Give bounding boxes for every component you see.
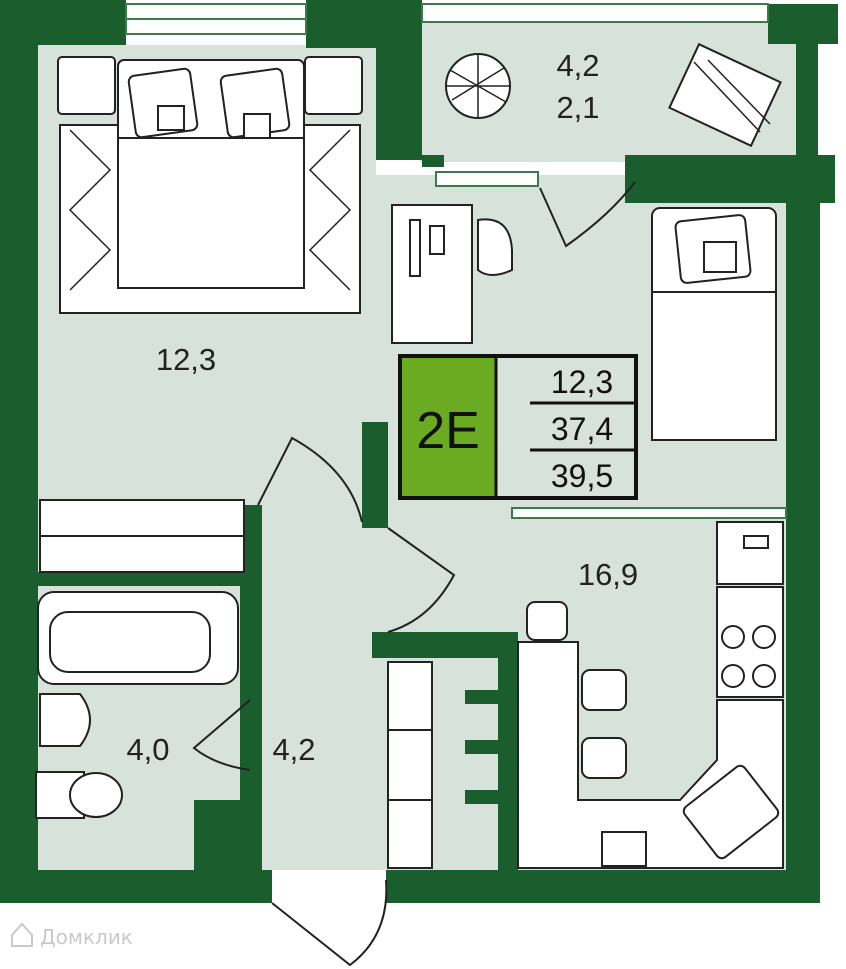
walls: [0, 0, 838, 903]
doors: [192, 181, 636, 967]
wall-balcony-right: [796, 20, 818, 170]
bathroom-fixtures: [35, 591, 239, 819]
total-area-value: 37,4: [551, 411, 613, 447]
wall-wardrobe: [38, 572, 248, 586]
nightstand-left: [57, 56, 116, 115]
burner-4: [752, 664, 776, 688]
room-labels: 12,3 16,9 4,0 4,2 4,2 2,1: [126, 48, 638, 767]
bedroom-furniture: [39, 56, 363, 573]
bar-stool-2: [581, 669, 627, 711]
cushion-left: [157, 105, 185, 131]
wall-mid-vertical: [376, 0, 422, 160]
bedroom-area-label: 12,3: [156, 342, 216, 377]
plant-leaves: [446, 54, 510, 118]
wall-shaft: [194, 800, 242, 870]
bar-stool-1: [526, 601, 568, 641]
window-living: [435, 171, 539, 187]
burner-1: [721, 625, 745, 649]
wall-niche-3: [465, 790, 498, 804]
dishwasher: [601, 831, 647, 867]
hall-wardrobe: [387, 661, 433, 869]
bathroom-area-label: 4,0: [126, 732, 169, 767]
balcony-furniture: [445, 42, 782, 148]
badge-code-bg: [400, 356, 496, 498]
kitchen-furniture: [387, 521, 784, 869]
wall-kitchen-col: [498, 658, 518, 870]
single-bed-cushion: [703, 241, 737, 273]
lounger-slats: [693, 59, 771, 133]
sink: [682, 764, 780, 860]
watermark: Домклик: [11, 922, 133, 949]
living-kitchen-area-label: 16,9: [578, 557, 638, 592]
wall-niche-2: [465, 740, 498, 754]
office-chair: [477, 218, 513, 276]
living-area-value: 12,3: [551, 364, 613, 400]
balcony-reduced-area-label: 2,1: [556, 90, 599, 125]
balcony-area-label: 4,2: [556, 48, 599, 83]
living-furniture: [391, 204, 777, 441]
window-balcony: [421, 3, 769, 23]
wall-kitchen-top: [372, 632, 518, 658]
fridge-handle: [743, 535, 769, 549]
windows: [125, 3, 787, 519]
burner-3: [721, 664, 745, 688]
wall-bottom-left: [0, 870, 272, 903]
burner-2: [752, 625, 776, 649]
hallway-floor: [250, 500, 390, 870]
wall-right: [786, 155, 820, 903]
monitor: [409, 219, 421, 277]
bathtub-inner: [49, 611, 211, 673]
wall-left: [0, 0, 38, 903]
door-bedroom: [257, 436, 363, 523]
wall-balcony-stub: [422, 155, 444, 167]
apartment-code: 2E: [416, 402, 480, 460]
hallway-area-label: 4,2: [272, 732, 315, 767]
total-area-with-balcony-value: 39,5: [551, 458, 613, 494]
fridge: [716, 521, 784, 585]
wall-bath-partition: [240, 505, 262, 870]
toilet-bowl: [69, 772, 123, 818]
door-bathroom: [192, 699, 251, 771]
door-entrance: [271, 879, 388, 967]
bed-blanket: [117, 137, 305, 289]
door-balcony: [539, 181, 636, 248]
keyboard: [429, 225, 445, 255]
single-bed-blanket: [651, 291, 777, 441]
glass-partition: [511, 507, 787, 519]
cushion-right: [243, 113, 271, 139]
watermark-house-icon: [11, 922, 33, 947]
apartment-badge: 2E 12,3 37,4 39,5: [398, 354, 638, 500]
wall-niche-1: [465, 690, 498, 704]
wall-bottom-right: [386, 870, 820, 903]
door-living: [387, 527, 456, 633]
washbasin: [39, 693, 91, 747]
wall-bedroom-partition: [362, 422, 388, 528]
rug-pattern: [68, 129, 352, 291]
bar-stool-3: [581, 737, 627, 779]
watermark-text: Домклик: [40, 925, 133, 949]
badge-frame: [398, 354, 638, 500]
nightstand-right: [304, 56, 363, 115]
